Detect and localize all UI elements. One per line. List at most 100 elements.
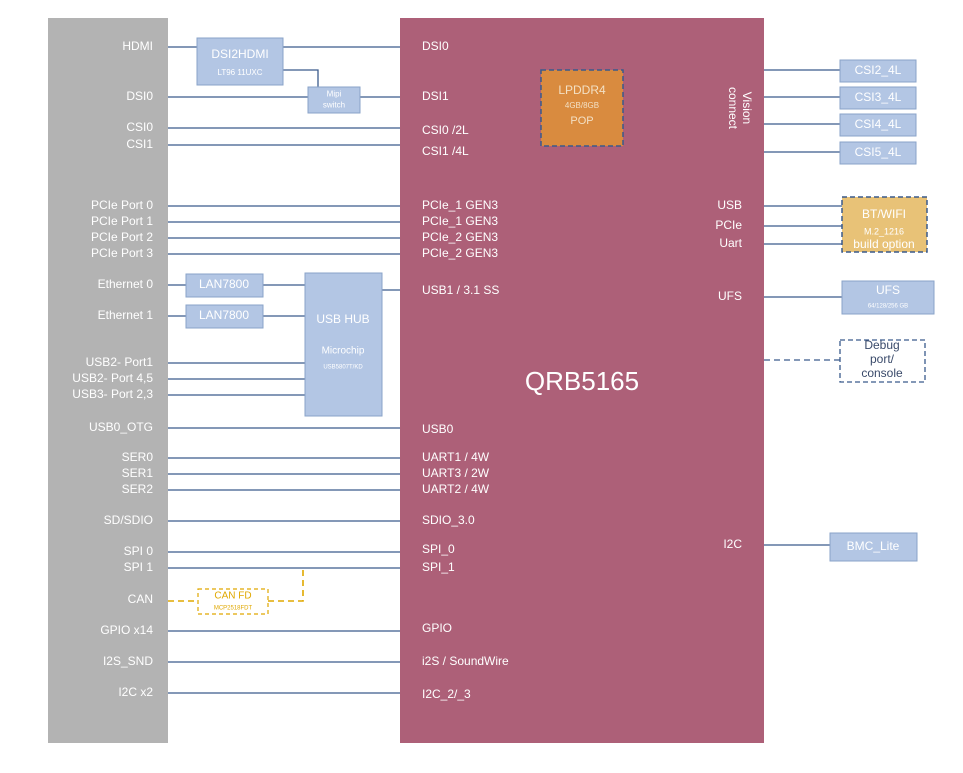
mipi-switch-module (307, 86, 361, 114)
bt-wifi-note: build option (853, 237, 914, 251)
csi-module-2 (839, 59, 917, 83)
lpddr4-pop: POP (570, 115, 593, 127)
soc-port-label: PCIe_1 GEN3 (422, 198, 498, 212)
soc-port-label: UFS (718, 289, 742, 303)
bmc-lite-module (829, 532, 918, 562)
ufs-capacity: 64/128/256 GB (868, 304, 908, 310)
soc-port-label: GPIO (422, 621, 452, 635)
ufs-module (841, 280, 935, 315)
connector-label: I2S_SND (103, 654, 153, 668)
dsi2hdmi-subtitle: LT96 11UXC (217, 68, 262, 77)
soc-port-label: UART3 / 2W (422, 466, 490, 480)
dsi2hdmi-module (196, 37, 284, 86)
vision-connect-text: Visionconnect (726, 87, 754, 130)
connector-label: PCIe Port 2 (91, 230, 153, 244)
soc-port-label: USB0 (422, 422, 454, 436)
bt-wifi-module (841, 196, 928, 253)
soc-port-label: UART2 / 4W (422, 482, 490, 496)
connector-label: SER1 (122, 466, 154, 480)
csi-module-label: CSI2_4L (855, 63, 902, 77)
connector-label: USB2- Port1 (86, 355, 154, 369)
csi-module-3 (839, 86, 917, 110)
usb-hub-part: USB5807T/KD (323, 365, 363, 371)
connector-label: SPI 1 (124, 560, 154, 574)
csi-module-label: CSI5_4L (855, 145, 902, 159)
connector-label: GPIO x14 (100, 623, 153, 637)
usb-hub-module (304, 272, 383, 417)
vision-connect-label: Visionconnect (726, 87, 754, 130)
connector-label: PCIe Port 0 (91, 198, 153, 212)
connector-label: SER2 (122, 482, 154, 496)
soc-port-label: CSI0 /2L (422, 123, 469, 137)
soc-port-label: Uart (719, 236, 742, 250)
connector-label: SPI 0 (124, 544, 154, 558)
soc-port-label: PCIe (715, 218, 742, 232)
connector-label: USB0_OTG (89, 420, 153, 434)
connector-label: SER0 (122, 450, 154, 464)
connector-label: USB3- Port 2,3 (72, 387, 153, 401)
connector-label: CSI1 (126, 137, 153, 151)
lpddr4-title: LPDDR4 (558, 83, 606, 97)
soc-port-label: PCIe_1 GEN3 (422, 214, 498, 228)
connector-label: CSI0 (126, 120, 153, 134)
can-fd-module (197, 588, 269, 615)
soc-port-label: USB1 / 3.1 SS (422, 283, 499, 297)
lan0-label: LAN7800 (199, 277, 249, 291)
csi-module-4 (839, 113, 917, 137)
debug-port-module (839, 339, 926, 383)
can-spi-line (268, 568, 304, 602)
usb-hub-title: USB HUB (316, 312, 369, 326)
lpddr4-capacity: 4GB/8GB (565, 101, 599, 110)
csi-module-5 (839, 141, 917, 165)
soc-port-label: SPI_0 (422, 542, 455, 556)
lan7800-module-1 (185, 304, 264, 329)
connector-label: Ethernet 1 (98, 308, 154, 322)
soc-port-label: i2S / SoundWire (422, 654, 509, 668)
soc-port-label: USB (717, 198, 742, 212)
soc-port-label: SDIO_3.0 (422, 513, 475, 527)
connector-label: I2C x2 (118, 685, 153, 699)
can-fd-title: CAN FD (214, 591, 251, 602)
bt-wifi-subtitle: M.2_1216 (864, 226, 904, 236)
soc-port-label: PCIe_2 GEN3 (422, 246, 498, 260)
csi-module-label: CSI4_4L (855, 117, 902, 131)
soc-port-label: I2C (723, 537, 742, 551)
soc-port-label: UART1 / 4W (422, 450, 490, 464)
connector-label: PCIe Port 3 (91, 246, 153, 260)
soc-port-label: SPI_1 (422, 560, 455, 574)
dsi2hdmi-title: DSI2HDMI (211, 47, 268, 61)
dsi2hdmi-switch-line (283, 69, 319, 87)
soc-port-label: PCIe_2 GEN3 (422, 230, 498, 244)
connector-panel (48, 18, 168, 743)
soc-port-label: CSI1 /4L (422, 144, 469, 158)
connector-label: HDMI (122, 39, 153, 53)
bmc-lite-label: BMC_Lite (847, 539, 900, 553)
connector-label: PCIe Port 1 (91, 214, 153, 228)
soc-name: QRB5165 (525, 366, 639, 396)
connection-lines (168, 46, 842, 694)
ufs-title: UFS (876, 283, 900, 297)
connector-label: Ethernet 0 (98, 277, 154, 291)
connector-label: SD/SDIO (104, 513, 153, 527)
bt-wifi-title: BT/WIFI (862, 207, 906, 221)
csi-module-label: CSI3_4L (855, 90, 902, 104)
lan1-label: LAN7800 (199, 308, 249, 322)
soc-port-label: DSI0 (422, 39, 449, 53)
soc-port-label: DSI1 (422, 89, 449, 103)
usb-hub-vendor: Microchip (322, 346, 365, 357)
connector-label: USB2- Port 4,5 (72, 371, 153, 385)
lpddr4-module (540, 69, 624, 147)
connector-label: DSI0 (126, 89, 153, 103)
lan7800-module-0 (185, 273, 264, 298)
can-fd-part: MCP2518FDT (214, 606, 253, 612)
connector-label: CAN (128, 592, 153, 606)
soc-port-label: I2C_2/_3 (422, 687, 471, 701)
